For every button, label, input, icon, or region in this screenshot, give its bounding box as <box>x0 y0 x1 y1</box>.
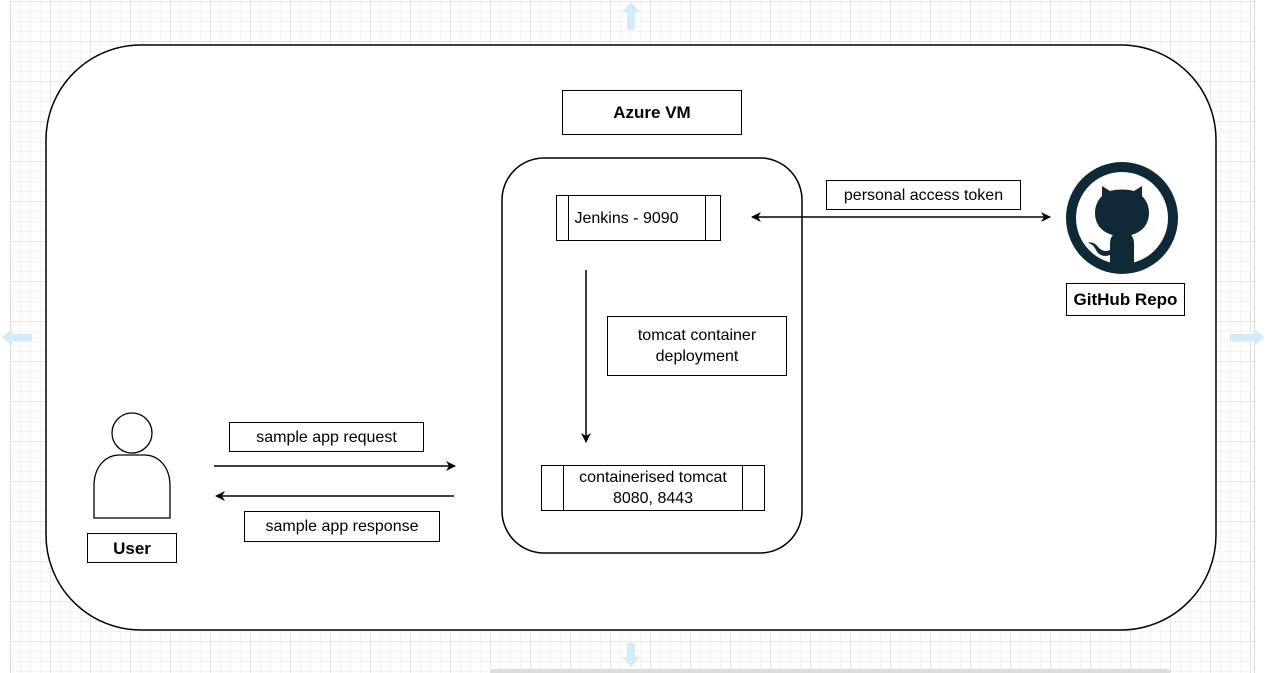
guide-arrow-top-icon[interactable] <box>622 2 640 30</box>
process-bar-left <box>568 196 569 240</box>
github-octocat-icon[interactable] <box>1066 162 1178 274</box>
user-label[interactable]: User <box>87 533 177 563</box>
guide-arrow-left-icon[interactable] <box>2 329 32 346</box>
request-label[interactable]: sample app request <box>229 422 424 452</box>
user-actor-icon[interactable] <box>93 412 171 519</box>
tomcat-label: containerised tomcat 8080, 8443 <box>579 469 727 507</box>
github-label[interactable]: GitHub Repo <box>1066 283 1185 316</box>
tomcat-node[interactable]: containerised tomcat 8080, 8443 <box>541 465 765 511</box>
jenkins-label: Jenkins - 9090 <box>574 209 679 227</box>
token-label[interactable]: personal access token <box>826 180 1021 210</box>
deployment-label[interactable]: tomcat container deployment <box>607 316 787 376</box>
guide-arrow-bottom-icon[interactable] <box>622 643 640 667</box>
process-bar-right <box>742 466 743 510</box>
process-bar-left <box>563 466 564 510</box>
guide-arrow-right-icon[interactable] <box>1230 329 1264 346</box>
response-label[interactable]: sample app response <box>244 511 440 542</box>
horizontal-scrollbar[interactable] <box>490 669 1170 673</box>
jenkins-node[interactable]: Jenkins - 9090 <box>556 195 721 241</box>
azure-vm-label[interactable]: Azure VM <box>562 90 742 135</box>
process-bar-right <box>705 196 706 240</box>
